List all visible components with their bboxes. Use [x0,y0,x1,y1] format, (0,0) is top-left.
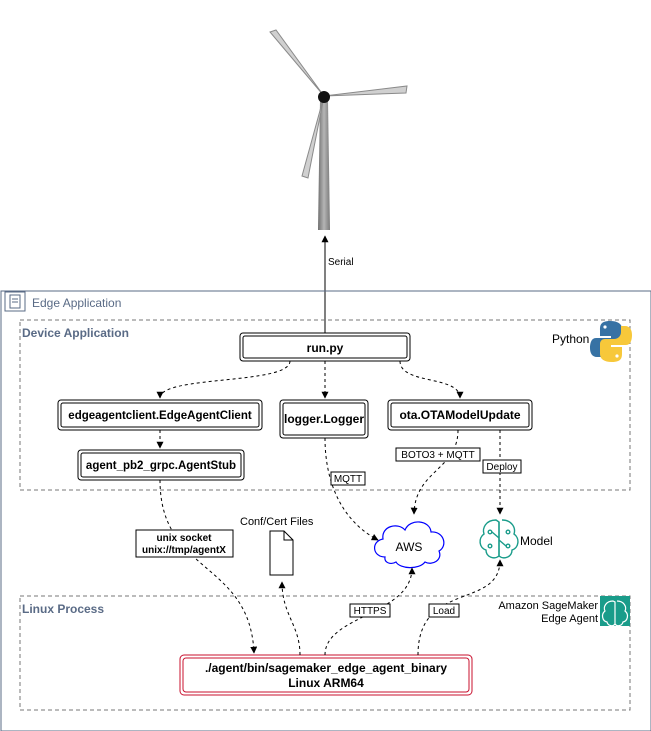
ota-model-update-box: ota.OTAModelUpdate [387,399,533,431]
file-icon [269,530,294,576]
run-py-label: run.py [307,341,344,355]
deploy-label: Deploy [486,462,517,473]
https-label-box [349,603,391,618]
agent-stub-label: agent_pb2_grpc.AgentStub [86,460,236,472]
conf-cert-files-label: Conf/Cert Files [240,516,314,528]
edge-agent-client-label: edgeagentclient.EdgeAgentClient [68,410,252,422]
linux-process-title: Linux Process [22,602,104,616]
wind-turbine-icon [269,29,408,230]
serial-label: Serial [328,257,354,268]
run-py-box: run.py [239,332,411,362]
cloud-icon [374,521,445,569]
mqtt-label: MQTT [334,474,362,485]
sagemaker-label-line2: Edge Agent [541,613,598,625]
ota-to-aws-connector [410,429,459,515]
edge-application-title: Edge Application [32,296,121,310]
device-application-container [19,319,631,491]
agent-stub-box: agent_pb2_grpc.AgentStub [77,449,245,481]
unix-socket-label-line1: unix socket [156,533,212,544]
load-label-box [428,603,460,618]
device-application-title: Device Application [22,326,129,340]
binary-label-line2: Linux ARM64 [288,676,364,690]
sagemaker-edge-agent-icon [600,596,630,627]
deploy-label-box [482,459,522,474]
binary-to-model-connector [417,559,504,656]
mqtt-label-box [330,471,366,486]
sagemaker-label-line1: Amazon SageMaker [498,600,598,612]
linux-process-container [19,595,631,711]
load-label: Load [433,606,455,617]
logger-to-aws-connector [324,437,379,541]
model-label: Model [520,534,553,548]
boto3-mqtt-label-box [395,447,481,462]
ota-model-update-label: ota.OTAModelUpdate [399,408,520,422]
unix-socket-label-box [135,529,234,558]
python-logo-icon [590,321,632,362]
https-label: HTTPS [354,606,387,617]
logger-label: logger.Logger [284,412,364,426]
boto3-mqtt-label: BOTO3 + MQTT [401,450,474,461]
sagemaker-edge-agent-binary-box: ./agent/bin/sagemaker_edge_agent_binary … [179,654,473,696]
unix-socket-label-line2: unix://tmp/agentX [142,545,226,556]
server-icon [4,291,26,312]
python-label: Python [552,332,589,346]
edge-application-container [0,290,651,731]
stub-to-binary-connector [159,479,258,654]
binary-label-line1: ./agent/bin/sagemaker_edge_agent_binary [205,661,447,675]
edge-agent-client-box: edgeagentclient.EdgeAgentClient [57,399,263,431]
brain-model-icon [479,519,519,559]
run-to-client-connector [156,360,291,399]
logger-box: logger.Logger [279,399,369,439]
binary-to-files-connector [278,581,301,656]
aws-label: AWS [396,540,423,554]
run-to-ota-connector [399,360,464,399]
